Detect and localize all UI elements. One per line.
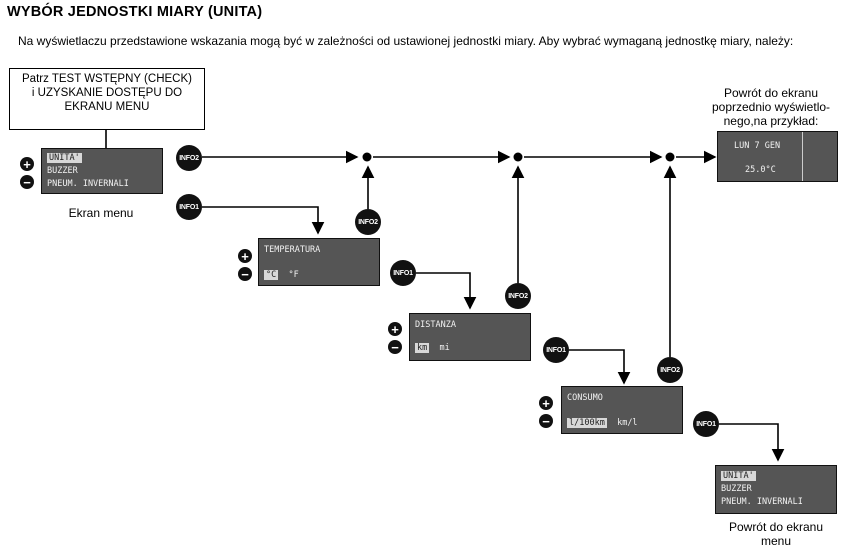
return-prev-caption: Powrót do ekranu poprzednio wyświetlo- n… <box>706 86 836 128</box>
start-note-line-3: EKRANU MENU <box>64 101 150 113</box>
info1-to-temperature-arrow <box>202 206 325 235</box>
plus-button[interactable]: + <box>20 157 34 171</box>
final-menu-item-unita[interactable]: UNITA' <box>721 471 756 481</box>
menu-item-pneum[interactable]: PNEUM. INVERNALI <box>47 179 129 189</box>
junction-dot-3 <box>665 152 675 162</box>
menu-item-buzzer[interactable]: BUZZER <box>47 166 78 176</box>
temperature-title: TEMPERATURA <box>264 245 321 255</box>
menu-screen-caption: Ekran menu <box>68 206 134 220</box>
previous-screen-temp: 25.0°C <box>745 165 776 175</box>
dist-option-km[interactable]: km <box>415 343 430 353</box>
final-caption-2: menu <box>760 534 792 548</box>
start-note-line-1: Patrz TEST WSTĘPNY (CHECK) <box>22 73 192 85</box>
dist-minus-button[interactable]: − <box>388 340 402 354</box>
final-info1-button[interactable]: INFO1 <box>693 411 719 437</box>
return-prev-caption-2: poprzednio wyświetlo- <box>711 100 831 114</box>
temp-info2-button[interactable]: INFO2 <box>355 209 381 235</box>
previous-screen: LUN 7 GEN 25.0°C <box>717 131 838 182</box>
info1-button[interactable]: INFO1 <box>176 194 202 220</box>
final-menu-item-buzzer[interactable]: BUZZER <box>721 484 752 494</box>
cons-option-kml[interactable]: km/l <box>617 418 638 428</box>
intro-text: Na wyświetlaczu przedstawione wskazania … <box>18 34 794 48</box>
temp-plus-button[interactable]: + <box>238 249 252 263</box>
final-menu-item-pneum[interactable]: PNEUM. INVERNALI <box>721 497 803 507</box>
dist-info1-button[interactable]: INFO1 <box>390 260 416 286</box>
previous-screen-date: LUN 7 GEN <box>734 141 781 151</box>
menu-screen: UNITA' BUZZER PNEUM. INVERNALI <box>41 148 163 194</box>
dist-plus-button[interactable]: + <box>388 322 402 336</box>
consumption-screen: CONSUMO l/100km km/l <box>561 386 683 434</box>
dist-info2-button[interactable]: INFO2 <box>505 283 531 309</box>
info1-to-menu-return-arrow <box>719 423 785 462</box>
menu-item-unita[interactable]: UNITA' <box>47 153 82 163</box>
distance-screen: DISTANZA km mi <box>409 313 531 361</box>
temp-option-celsius[interactable]: °C <box>264 270 279 280</box>
return-prev-caption-3: nego,na przykład: <box>723 114 819 128</box>
final-menu-screen: UNITA' BUZZER PNEUM. INVERNALI <box>715 465 837 514</box>
final-caption: Powrót do ekranu menu <box>716 520 836 548</box>
temperature-screen: TEMPERATURA °C °F <box>258 238 380 286</box>
cons-option-l100km[interactable]: l/100km <box>567 418 607 428</box>
dist-option-mi[interactable]: mi <box>439 343 450 353</box>
cons-info2-button[interactable]: INFO2 <box>657 357 683 383</box>
info1-to-distance-arrow <box>416 272 477 310</box>
previous-screen-divider <box>802 132 803 181</box>
cons-info1-button[interactable]: INFO1 <box>543 337 569 363</box>
junction-dot-2 <box>513 152 523 162</box>
info2-button[interactable]: INFO2 <box>176 145 202 171</box>
temp-option-fahrenheit[interactable]: °F <box>288 270 299 280</box>
start-note-box: Patrz TEST WSTĘPNY (CHECK) i UZYSKANIE D… <box>9 68 205 130</box>
return-prev-caption-1: Powrót do ekranu <box>723 86 819 100</box>
distance-title: DISTANZA <box>415 320 456 330</box>
start-note-line-2: i UZYSKANIE DOSTĘPU DO <box>31 87 183 99</box>
consumption-title: CONSUMO <box>567 393 603 403</box>
cons-minus-button[interactable]: − <box>539 414 553 428</box>
cons-plus-button[interactable]: + <box>539 396 553 410</box>
final-caption-1: Powrót do ekranu <box>728 520 824 534</box>
junction-dot-1 <box>362 152 372 162</box>
page-title: WYBÓR JEDNOSTKI MIARY (UNITA) <box>7 4 263 20</box>
minus-button[interactable]: − <box>20 175 34 189</box>
temp-minus-button[interactable]: − <box>238 267 252 281</box>
info1-to-consumption-arrow <box>569 349 631 385</box>
